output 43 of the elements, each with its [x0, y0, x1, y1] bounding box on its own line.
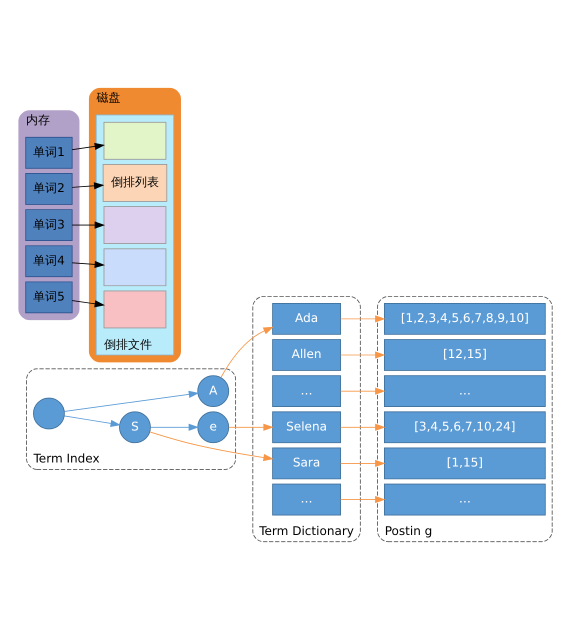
arrow [150, 423, 199, 430]
node-box: Sara [272, 446, 341, 479]
arrow [340, 350, 386, 358]
node-circle: S [119, 410, 151, 443]
node-box: Allen [272, 338, 341, 370]
node-box: [1,15] [384, 446, 546, 479]
arrow [340, 495, 386, 503]
node-box [104, 290, 166, 328]
arrow [228, 423, 274, 430]
node-box [104, 206, 166, 244]
node-circle: A [197, 374, 230, 407]
node-box: … [384, 483, 546, 515]
node-box: 单词4 [25, 244, 73, 277]
arrow [220, 326, 274, 378]
arrow [340, 423, 386, 430]
arrow [64, 390, 200, 412]
arrow [72, 220, 105, 228]
node-box: … [272, 374, 341, 407]
arrow [340, 459, 386, 467]
arrow [72, 142, 105, 150]
node-box: Selena [272, 410, 341, 443]
arrow [72, 300, 105, 307]
node-box: 单词2 [25, 172, 73, 204]
node-box [104, 248, 166, 286]
arrow [340, 387, 386, 394]
node-circle: e [197, 410, 230, 443]
node-box: 单词3 [25, 208, 73, 241]
node-box: … [272, 483, 341, 515]
arrow [72, 182, 104, 189]
node-circle [33, 397, 65, 429]
node-box: [3,4,5,6,7,10,24] [384, 410, 546, 443]
node-box: 单词1 [25, 136, 73, 168]
node-box: 倒排列表 [102, 164, 168, 202]
arrow [150, 430, 274, 461]
node-box: [12,15] [384, 338, 546, 370]
arrow [64, 414, 121, 426]
node-box: Ada [272, 302, 341, 334]
node-box [104, 121, 166, 160]
arrow [340, 314, 386, 322]
node-box: … [384, 374, 546, 407]
node-box: [1,2,3,4,5,6,7,8,9,10] [384, 302, 546, 334]
arrow [72, 260, 105, 268]
node-box: 单词5 [25, 280, 73, 313]
